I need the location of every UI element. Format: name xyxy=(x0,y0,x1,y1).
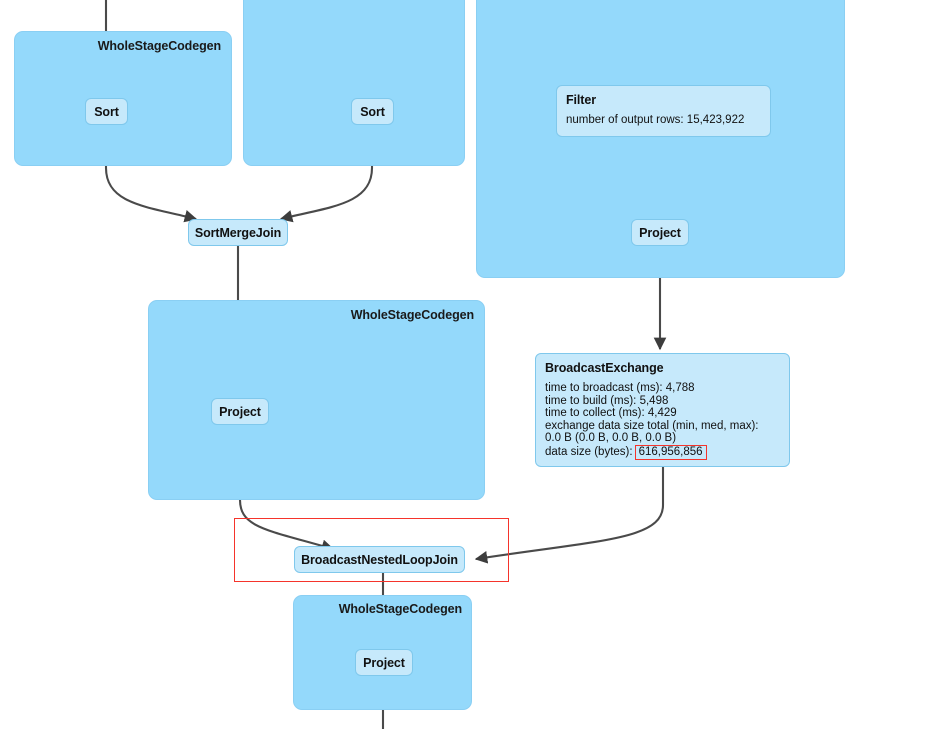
metric-line: exchange data size total (min, med, max)… xyxy=(545,419,759,432)
node-sort-left[interactable]: Sort xyxy=(85,98,128,125)
cluster-wholestagecodegen-second[interactable] xyxy=(243,0,465,166)
node-title: Project xyxy=(639,225,681,240)
node-project-middle[interactable]: Project xyxy=(211,398,269,425)
node-broadcastnestedloopjoin[interactable]: BroadcastNestedLoopJoin xyxy=(294,546,465,573)
cluster-wholestagecodegen-middle[interactable]: WholeStageCodegen xyxy=(148,300,485,500)
node-project-right[interactable]: Project xyxy=(631,219,689,246)
node-title: Sort xyxy=(94,104,119,119)
node-sortmergejoin[interactable]: SortMergeJoin xyxy=(188,219,288,246)
node-title: BroadcastExchange xyxy=(545,361,664,375)
node-title: BroadcastNestedLoopJoin xyxy=(301,552,458,567)
metric-line: time to collect (ms): 4,429 xyxy=(545,407,677,420)
node-metrics: number of output rows: 15,423,922 xyxy=(566,114,761,127)
highlight-rect-broadcastnestedloopjoin xyxy=(234,518,509,582)
metric-line-data-size: data size (bytes):616,956,856 xyxy=(545,444,780,460)
metric-line: 0.0 B (0.0 B, 0.0 B, 0.0 B) xyxy=(545,432,677,445)
cluster-label: WholeStageCodegen xyxy=(97,39,221,53)
node-metrics: time to broadcast (ms): 4,788 time to bu… xyxy=(545,382,780,460)
node-broadcastexchange[interactable]: BroadcastExchange time to broadcast (ms)… xyxy=(535,353,790,467)
metric-label: data size (bytes): xyxy=(545,445,633,458)
metric-line: time to broadcast (ms): 4,788 xyxy=(545,382,695,394)
node-title: SortMergeJoin xyxy=(194,225,282,240)
node-title: Sort xyxy=(360,104,385,119)
metric-line: time to build (ms): 5,498 xyxy=(545,394,669,407)
cluster-label: WholeStageCodegen xyxy=(338,602,462,616)
metric-line: number of output rows: 15,423,922 xyxy=(566,114,745,126)
node-title: Project xyxy=(363,655,405,670)
node-title: Project xyxy=(219,404,261,419)
node-sort-right[interactable]: Sort xyxy=(351,98,394,125)
highlighted-metric-value: 616,956,856 xyxy=(634,444,707,460)
node-title: Filter xyxy=(566,93,596,107)
cluster-label: WholeStageCodegen xyxy=(350,308,474,322)
node-project-bottom[interactable]: Project xyxy=(355,649,413,676)
node-filter[interactable]: Filter number of output rows: 15,423,922 xyxy=(556,85,771,137)
